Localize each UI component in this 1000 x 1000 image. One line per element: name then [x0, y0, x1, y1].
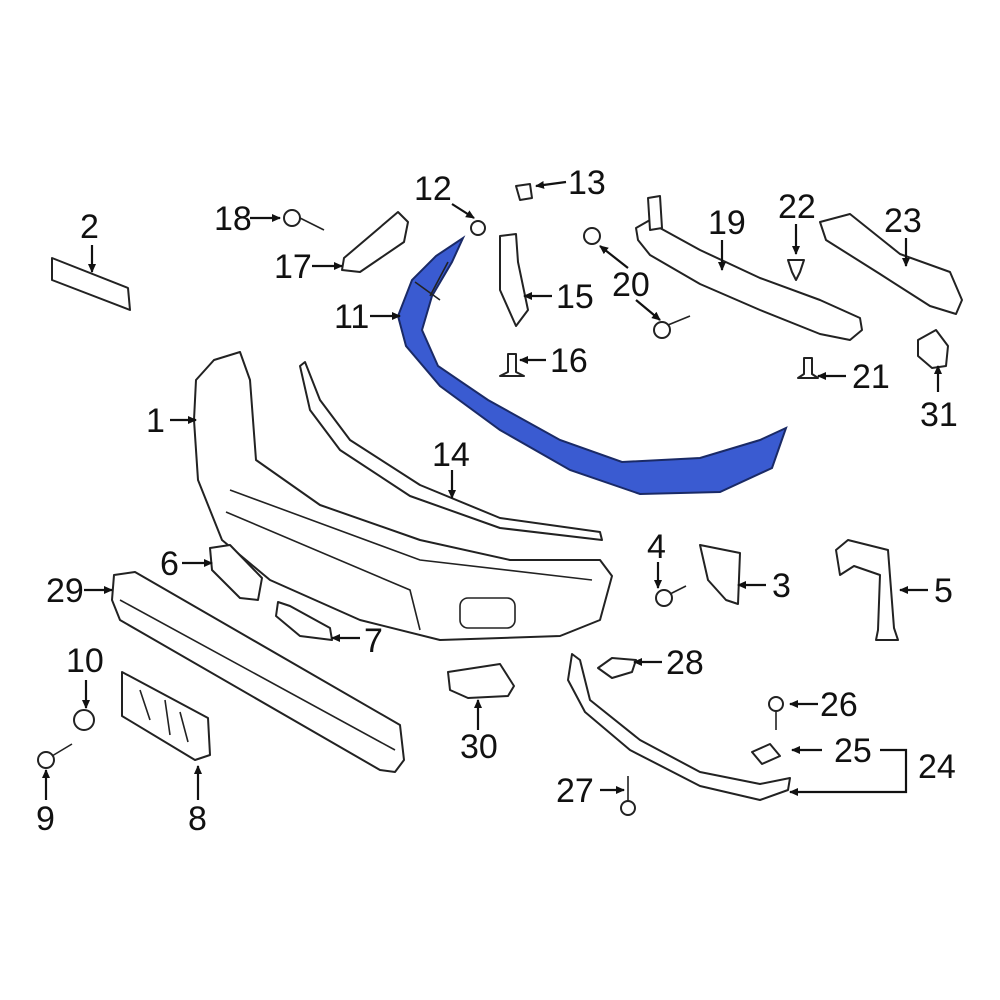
callout-19: 19: [708, 204, 746, 242]
part-28-clip[interactable]: [597, 657, 637, 679]
callout-24: 24: [918, 748, 956, 786]
callout-28: 28: [666, 644, 704, 682]
part-25-clip[interactable]: [751, 743, 781, 765]
part-23-bracket[interactable]: [819, 213, 963, 315]
callout-20: 20: [612, 266, 650, 304]
part-18-bolt[interactable]: [283, 209, 301, 227]
callout-31: 31: [920, 396, 958, 434]
part-31-clip[interactable]: [917, 329, 949, 369]
part-8-bracket[interactable]: [121, 671, 211, 761]
part-21-pin[interactable]: [797, 357, 819, 379]
part-8-detail: [139, 689, 189, 743]
callout-30: 30: [460, 728, 498, 766]
callout-13: 13: [568, 164, 606, 202]
callout-25: 25: [834, 732, 872, 770]
callout-2: 2: [80, 208, 99, 246]
part-17-bracket[interactable]: [341, 211, 409, 273]
callout-3: 3: [772, 567, 791, 605]
callout-8: 8: [188, 800, 207, 838]
part-27-bolt[interactable]: [620, 800, 636, 816]
callout-10: 10: [66, 642, 104, 680]
part-1-crease: [229, 489, 593, 581]
part-9-bolt[interactable]: [37, 751, 55, 769]
callout-1: 1: [146, 402, 165, 440]
part-16-pin[interactable]: [499, 353, 525, 377]
part-2-bracket[interactable]: [51, 257, 131, 311]
part-1-foglight-opening: [459, 597, 516, 629]
part-20a-bolt[interactable]: [583, 227, 601, 245]
part-12-bolt[interactable]: [470, 220, 486, 236]
part-10-nut[interactable]: [73, 709, 95, 731]
callout-5: 5: [934, 572, 953, 610]
part-1-bumper[interactable]: [193, 351, 613, 641]
part-7-bracket[interactable]: [275, 601, 333, 641]
part-1-crease-2: [225, 511, 421, 631]
callout-27: 27: [556, 772, 594, 810]
fasteners: [37, 183, 819, 816]
callout-16: 16: [550, 342, 588, 380]
part-29-detail: [119, 599, 396, 751]
part-26-bolt[interactable]: [768, 696, 784, 712]
callout-21: 21: [852, 358, 890, 396]
callout-23: 23: [884, 202, 922, 240]
callout-arrows: [42, 180, 942, 800]
callout-12: 12: [414, 170, 452, 208]
part-15-deflector[interactable]: [499, 233, 529, 327]
part-24-lip[interactable]: [567, 653, 791, 801]
callout-labels: 1 2 3 4 5 6 7 8 9 10 11 12 13 14 15 16 1…: [36, 164, 958, 838]
part-30-bezel[interactable]: [447, 663, 515, 699]
callout-11: 11: [334, 298, 369, 336]
part-6-bracket[interactable]: [209, 544, 263, 601]
callout-7: 7: [364, 622, 383, 660]
part-13-clip[interactable]: [515, 183, 533, 201]
part-22-clip[interactable]: [787, 259, 805, 281]
part-11-detail: [414, 261, 449, 301]
part-29-beam[interactable]: [111, 571, 405, 773]
part-4-bolt[interactable]: [655, 589, 673, 607]
part-14-strip[interactable]: [299, 361, 603, 541]
callout-18: 18: [214, 200, 252, 238]
callout-22: 22: [778, 188, 816, 226]
part-3-bracket[interactable]: [699, 544, 741, 605]
callout-26: 26: [820, 686, 858, 724]
callout-14: 14: [432, 436, 470, 474]
part-19-reinforcement[interactable]: [635, 219, 863, 341]
part-20b-bolt[interactable]: [653, 321, 671, 339]
callout-6: 6: [160, 545, 179, 583]
part-5-bracket[interactable]: [835, 539, 899, 641]
part-19-tab: [647, 195, 663, 231]
callout-15: 15: [556, 278, 594, 316]
callout-29: 29: [46, 572, 84, 610]
part-11-highlighted[interactable]: [396, 235, 788, 496]
callout-17: 17: [274, 248, 312, 286]
callout-9: 9: [36, 800, 55, 838]
callout-4: 4: [647, 528, 666, 566]
